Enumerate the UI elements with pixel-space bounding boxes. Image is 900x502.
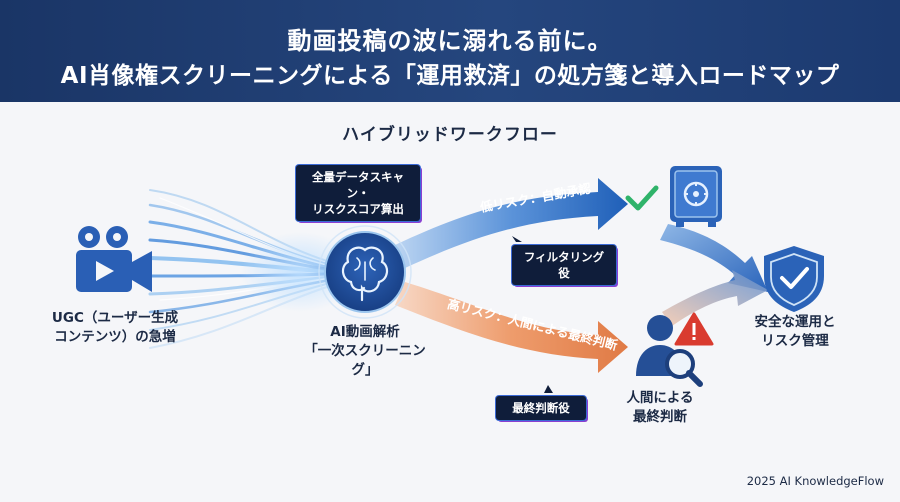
scan-score-tag: 全量データスキャン・ リスクスコア算出 [296,165,420,221]
vault-icon [670,166,722,227]
judge-tag-pointer [544,385,553,393]
warning-icon [674,312,714,346]
check-icon [625,185,659,211]
high-risk-arrow [395,282,628,373]
diagram-subtitle: ハイブリッドワークフロー [342,125,558,145]
brain-icon [318,225,412,319]
title-line-2: AI肖像権スクリーニングによる「運用救済」の処方箋と導入ロードマップ [60,63,840,89]
source-label: UGC（ユーザー生成 コンテンツ）の急増 [51,310,179,345]
reviewer-magnifier-icon [636,315,703,387]
human-judgment-label: 人間による 最終判断 [626,390,694,425]
merge-arrow-lower [662,270,768,326]
ai-analysis-label: AI動画解析 「一次スクリーニング」 [304,324,426,378]
footer-credit: 2025 AI KnowledgeFlow [746,474,884,488]
final-judge-role-tag: 最終判断役 [496,396,586,420]
low-risk-arrow [395,178,628,268]
title-line-1: 動画投稿の波に溺れる前に。 [287,27,613,55]
filtering-role-tag: フィルタリング役 [512,245,616,285]
shield-check-icon [764,246,824,312]
filter-tag-pointer [512,236,522,242]
result-label: 安全な運用と リスク管理 [754,314,836,349]
header-banner: 動画投稿の波に溺れる前に。 AI肖像権スクリーニングによる「運用救済」の処方箋と… [0,0,900,102]
video-camera-icon [76,226,152,292]
